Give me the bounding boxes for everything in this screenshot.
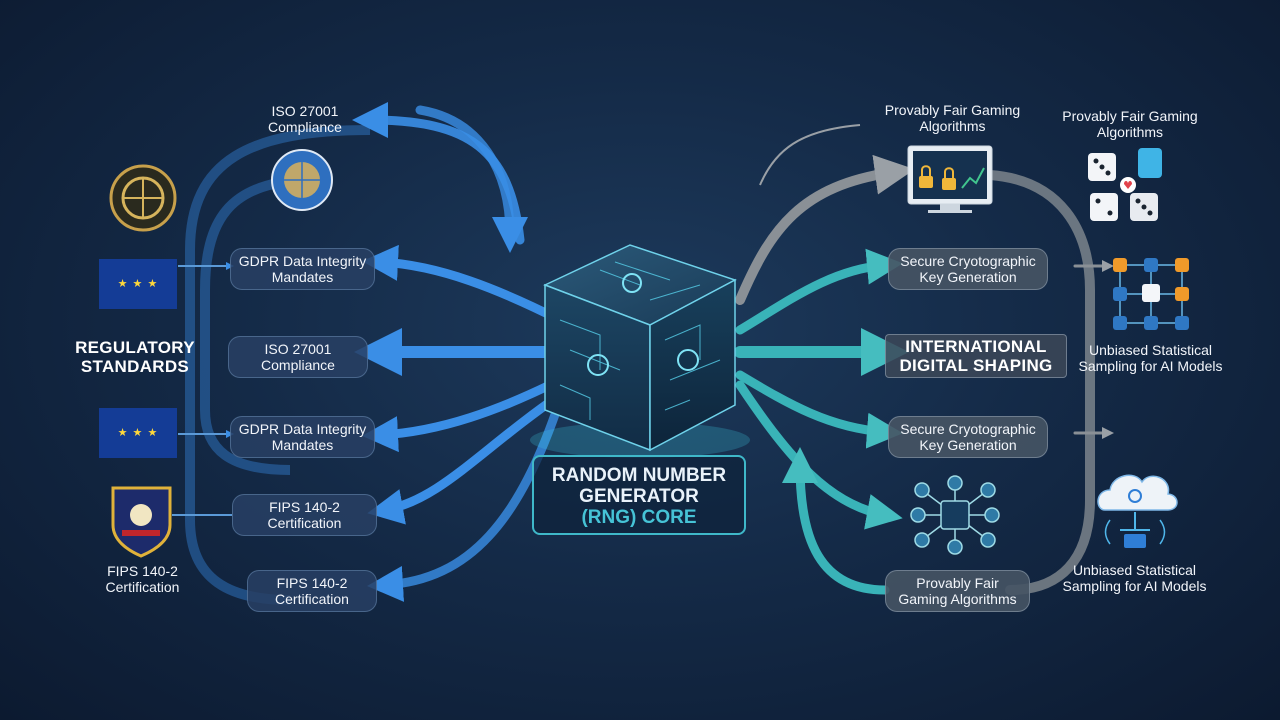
thin-grey-curve bbox=[759, 124, 861, 186]
rng-core-label-box: RANDOM NUMBER GENERATOR (RNG) CORE bbox=[532, 455, 746, 535]
fips-140-2-pill-2[interactable]: FIPS 140-2 Certification bbox=[247, 570, 377, 612]
network-grid-icon bbox=[1113, 258, 1189, 330]
arrow-pfga-bottom bbox=[782, 447, 890, 595]
intl-title-line2: DIGITAL SHAPING bbox=[899, 356, 1053, 375]
left-arrows bbox=[352, 102, 566, 602]
fips-icon-label: FIPS 140-2 Certification bbox=[105, 563, 180, 595]
fips-140-2-pill-1[interactable]: FIPS 140-2 Certification bbox=[232, 494, 377, 536]
dice-icon bbox=[1088, 148, 1162, 221]
provably-fair-bottom-pill[interactable]: Provably Fair Gaming Algorithms bbox=[885, 570, 1030, 612]
provably-fair-top-label: Provably Fair Gaming Algorithms bbox=[884, 102, 1021, 134]
provably-fair-far-label: Provably Fair Gaming Algorithms bbox=[1062, 108, 1198, 140]
rng-cube-icon bbox=[530, 244, 750, 458]
core-line2: GENERATOR bbox=[579, 486, 699, 507]
left-outer-loop bbox=[185, 125, 371, 605]
gdpr-integrity-pill-1[interactable]: GDPR Data Integrity Mandates bbox=[230, 248, 375, 290]
right-teal-arrows bbox=[734, 248, 909, 595]
arrow-grey-top bbox=[735, 154, 915, 305]
international-digital-shaping-title: INTERNATIONAL DIGITAL SHAPING bbox=[885, 334, 1067, 378]
iso-27001-top-label: ISO 27001 Compliance bbox=[268, 103, 342, 135]
un-emblem-icon bbox=[271, 149, 333, 211]
arrow-fips-2 bbox=[367, 395, 565, 602]
arrow-gdpr-1 bbox=[362, 244, 565, 325]
intl-title-line1: INTERNATIONAL bbox=[905, 337, 1047, 356]
eu-flag-icon: ★ ★ ★ bbox=[99, 259, 177, 309]
unbiased-sampling-label-1: Unbiased Statistical Sampling for AI Mod… bbox=[1078, 342, 1223, 374]
arrow-skg-2 bbox=[735, 370, 903, 449]
regulatory-title-line1: REGULATORY bbox=[75, 338, 195, 357]
loop-grey-right bbox=[985, 170, 1095, 595]
secure-key-gen-pill-2[interactable]: Secure Cryotographic Key Generation bbox=[888, 416, 1048, 458]
gdpr-integrity-pill-2[interactable]: GDPR Data Integrity Mandates bbox=[230, 416, 375, 458]
padlock-monitor-icon bbox=[907, 145, 993, 213]
us-seal-icon bbox=[111, 486, 172, 558]
arrow-skg-1 bbox=[735, 248, 903, 335]
unbiased-sampling-label-2: Unbiased Statistical Sampling for AI Mod… bbox=[1062, 562, 1207, 594]
arrow-iso-down bbox=[415, 105, 528, 253]
left-connectors bbox=[172, 262, 234, 516]
core-line3: (RNG) CORE bbox=[581, 507, 697, 528]
eu-flag-icon: ★ ★ ★ bbox=[99, 408, 177, 458]
un-emblem-gold-icon bbox=[109, 164, 177, 232]
arrow-net bbox=[735, 380, 903, 530]
regulatory-standards-title: REGULATORY STANDARDS bbox=[60, 338, 210, 376]
regulatory-title-line2: STANDARDS bbox=[80, 357, 190, 376]
left-inner-loop bbox=[200, 175, 301, 475]
iso-27001-mid-pill[interactable]: ISO 27001 Compliance bbox=[228, 336, 368, 378]
left-loop-group bbox=[185, 125, 371, 605]
arrow-gdpr-2 bbox=[362, 375, 565, 453]
cloud-icon bbox=[1097, 474, 1178, 548]
right-grey-arrows bbox=[735, 154, 1114, 595]
core-line1: RANDOM NUMBER bbox=[551, 465, 727, 486]
network-icon bbox=[910, 475, 1000, 555]
arrow-fips-1 bbox=[367, 390, 565, 525]
secure-key-gen-pill-1[interactable]: Secure Cryotographic Key Generation bbox=[888, 248, 1048, 290]
